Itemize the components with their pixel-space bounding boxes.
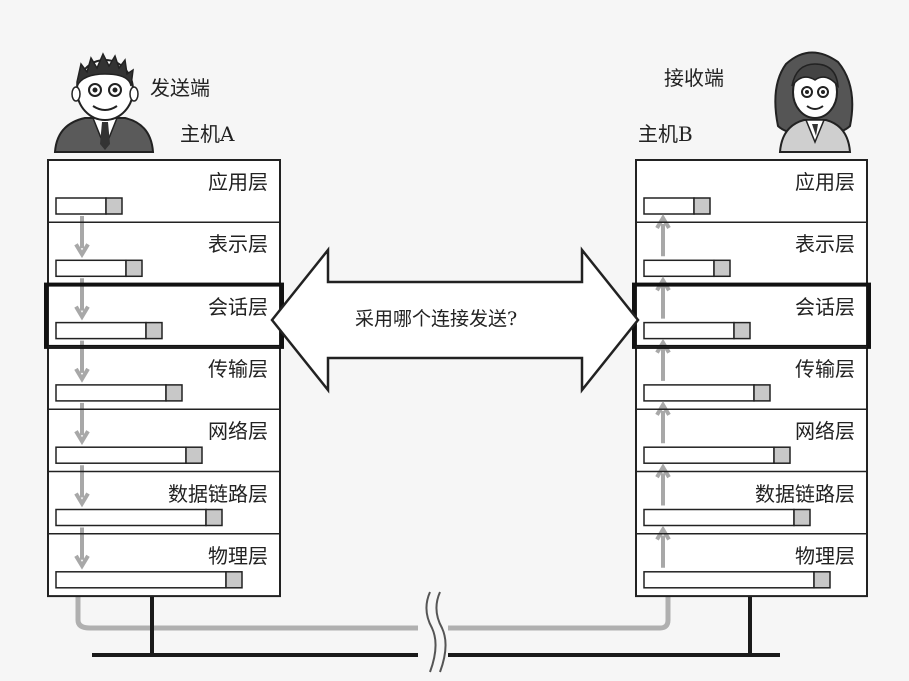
pdu-header-block (773, 446, 791, 464)
pdu-bar (55, 197, 107, 215)
pdu-header-block (753, 384, 771, 402)
pdu-bar (55, 571, 227, 589)
pdu-header-block (225, 571, 243, 589)
layer-label-a-1: 表示层 (208, 232, 268, 257)
layer-label-a-2: 会话层 (208, 294, 268, 319)
up-arrow-icon (655, 525, 671, 568)
layer-label-b-0: 应用层 (795, 170, 855, 194)
pdu-bar (643, 321, 735, 340)
pdu-header-block (813, 571, 831, 589)
pdu-bar (643, 446, 775, 464)
host-b-label: 主机B (638, 122, 693, 146)
wavy-break-icon (418, 590, 448, 675)
pdu-bar (643, 571, 815, 589)
pdu-header-block (713, 259, 731, 278)
layer-label-a-5: 数据链路层 (168, 481, 268, 506)
up-arrow-icon (655, 276, 671, 319)
host-a-stack (44, 159, 284, 598)
double-arrow-icon (270, 246, 640, 394)
down-arrow-icon (74, 216, 90, 259)
layer-label-b-3: 传输层 (795, 356, 855, 381)
pdu-bar (643, 197, 695, 215)
pdu-header-block (733, 321, 751, 340)
up-arrow-icon (655, 338, 671, 381)
pdu-bar (643, 259, 715, 278)
pdu-header-block (693, 197, 711, 215)
pdu-header-block (793, 508, 811, 527)
down-arrow-icon (74, 402, 90, 446)
down-arrow-icon (74, 527, 90, 570)
up-arrow-icon (655, 214, 671, 257)
pdu-bar (55, 446, 187, 464)
pdu-bar (55, 384, 167, 402)
layer-label-a-0: 应用层 (208, 170, 268, 194)
pdu-header-block (205, 508, 223, 527)
layer-label-a-3: 传输层 (208, 356, 268, 381)
layer-label-b-4: 网络层 (795, 419, 855, 444)
up-arrow-icon (655, 463, 671, 506)
host-a-label: 主机A (180, 122, 235, 146)
pdu-header-block (105, 197, 123, 215)
layer-label-a-4: 网络层 (208, 419, 268, 444)
up-arrow-icon (655, 401, 671, 444)
layer-label-b-1: 表示层 (795, 232, 855, 257)
down-arrow-icon (74, 465, 90, 508)
host-b-stack (632, 159, 871, 598)
pdu-bar (55, 508, 207, 527)
pdu-header-block (145, 321, 163, 340)
layer-label-a-6: 物理层 (208, 543, 268, 568)
pdu-bar (643, 384, 755, 402)
pdu-header-block (185, 446, 203, 464)
connection-question: 采用哪个连接发送? (355, 308, 518, 330)
pdu-bar (55, 321, 147, 340)
sender-role-label: 发送端 (150, 76, 210, 100)
layer-label-b-2: 会话层 (795, 294, 855, 319)
woman-avatar-icon (774, 51, 854, 153)
receiver-role-label: 接收端 (664, 66, 724, 90)
man-avatar-icon (53, 52, 155, 153)
layer-label-b-6: 物理层 (795, 543, 855, 568)
pdu-bar (643, 508, 795, 527)
pdu-bar (55, 259, 127, 278)
pdu-header-block (165, 384, 183, 402)
signal-path (75, 596, 671, 631)
pdu-header-block (125, 259, 143, 278)
layer-label-b-5: 数据链路层 (755, 481, 855, 506)
